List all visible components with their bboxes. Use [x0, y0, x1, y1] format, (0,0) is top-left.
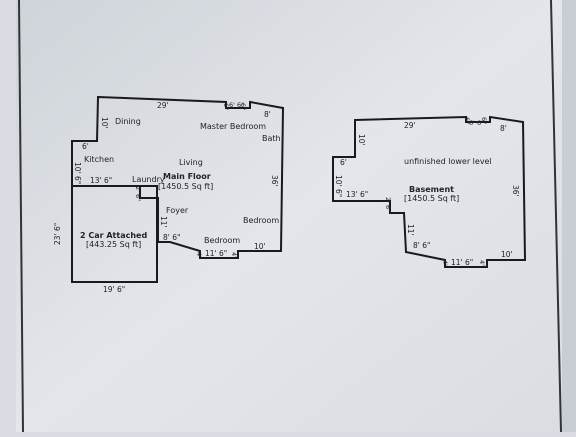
room-label-dining: Dining [115, 117, 141, 126]
dim-step-left: 6' [82, 142, 89, 151]
dim-foyer-bottom: 8' 6" [163, 233, 180, 242]
basement-dim-vertical: 11' [406, 224, 415, 236]
basement-walls [332, 115, 527, 268]
main-floor-plan: Dining Master Bedroom Bath Kitchen Livin… [71, 95, 285, 283]
basement-dim-left-upper: 10' [357, 134, 366, 146]
basement-dim-step-left: 6' [340, 158, 347, 167]
room-label-living: Living [179, 158, 203, 167]
dim-foyer-vertical: 11' [159, 216, 168, 228]
basement-title: Basement [409, 185, 454, 194]
room-label-bedroom-bottom: Bedroom [204, 236, 240, 245]
basement-dim-bottom-notch-left: 4' [441, 260, 449, 266]
room-label-bedroom-right: Bedroom [243, 216, 279, 225]
dim-top-notch-left: 6" [222, 103, 230, 110]
basement-dim-right-side: 36' [511, 185, 520, 197]
dim-right-side: 36' [270, 175, 279, 187]
basement-dim-top: 29' [404, 121, 416, 130]
room-label-kitchen: Kitchen [84, 155, 114, 164]
room-label-master-bedroom: Master Bedroom [200, 122, 266, 131]
garage-area: [443.25 Sq ft] [86, 240, 141, 249]
paper-margin-right [562, 0, 576, 432]
dim-top-notch-right: 6" [239, 103, 247, 110]
basement-dim-mid-horizontal: 13' 6" [346, 190, 368, 199]
dim-left-upper: 10' [100, 117, 109, 129]
main-floor-title: Main Floor [163, 172, 211, 181]
garage-plan: 2 Car Attached [443.25 Sq ft] 23' 6" 19'… [53, 223, 147, 294]
basement-dim-right-top: 8' [500, 124, 507, 133]
basement-dim-bottom-notch-right: 4' [478, 260, 486, 266]
dim-left-kitchen: 10' 6" [73, 162, 82, 184]
basement-dim-step: 2' 6" [384, 197, 392, 212]
basement-plan: unfinished lower level Basement [1450.5 … [332, 115, 527, 268]
dim-mid-horizontal: 13' 6" [90, 176, 112, 185]
paper-edge-left [18, 0, 24, 433]
basement-dim-top-notch-left: 6" [463, 117, 471, 124]
dim-top: 29' [157, 101, 169, 110]
garage-walls [71, 185, 158, 283]
dim-bottom-right: 10' [254, 242, 266, 251]
garage-dim-left: 23' 6" [53, 223, 62, 245]
garage-dim-bottom: 19' 6" [103, 285, 125, 294]
basement-dim-left-kitchen: 10' 6" [334, 175, 343, 197]
paper-edge-right [550, 0, 562, 433]
room-label-bath: Bath [262, 134, 281, 143]
basement-area: [1450.5 Sq ft] [404, 194, 459, 203]
basement-dim-bottom: 8' 6" [413, 241, 430, 250]
dim-top-notch-mid: 6' 6" [229, 101, 244, 109]
basement-dim-top-notch-right: 6" [480, 117, 488, 124]
dim-right-top: 8' [264, 110, 271, 119]
dim-laundry-step: 2' 6" [134, 186, 142, 201]
basement-dim-bottom-right: 10' [501, 250, 513, 259]
basement-room-label: unfinished lower level [404, 157, 492, 166]
dim-bottom-notch-mid: 11' 6" [205, 249, 227, 258]
paper-sheet [16, 0, 564, 432]
room-label-laundry: Laundry [132, 175, 165, 184]
dim-bottom-notch-right: 4' [230, 252, 238, 258]
garage-title: 2 Car Attached [80, 231, 147, 240]
dim-bottom-notch-left: 4' [195, 252, 203, 258]
basement-dim-top-notch-mid: 6' 6" [469, 119, 484, 127]
basement-dim-bottom-notch-mid: 11' 6" [451, 258, 473, 267]
main-floor-area: [1450.5 Sq ft] [158, 182, 213, 191]
room-label-foyer: Foyer [166, 206, 189, 215]
